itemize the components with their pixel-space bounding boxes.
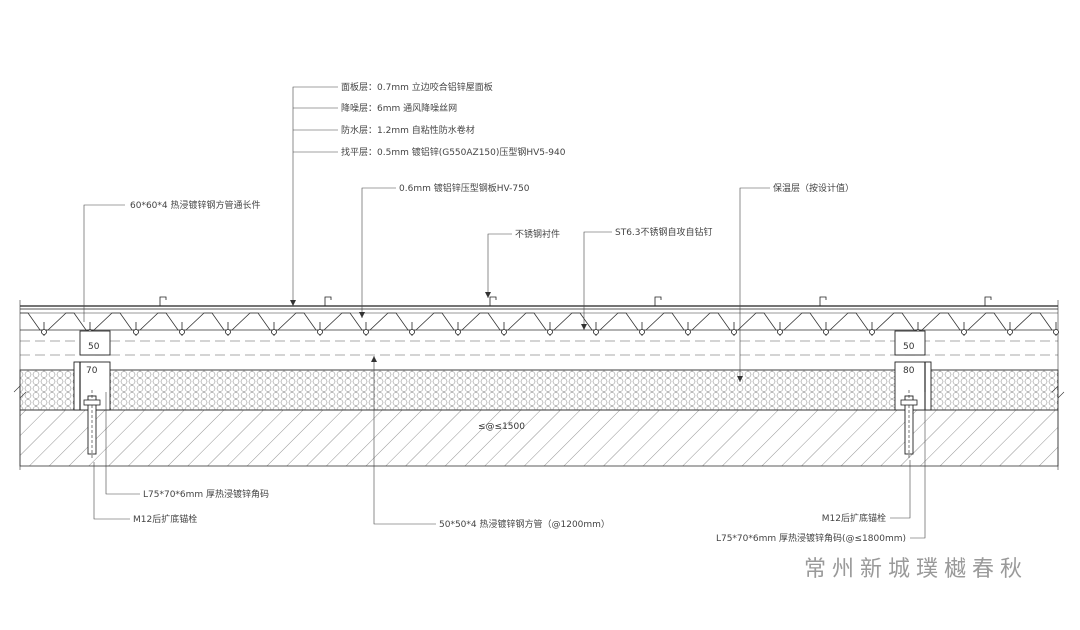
seam-clip bbox=[324, 296, 332, 306]
deck-screw bbox=[1053, 322, 1059, 336]
annotations: 面板层：0.7mm 立边咬合铝锌屋面板 降噪层：6mm 通风降噪丝网 防水层：1… bbox=[130, 81, 906, 544]
leader-purlin bbox=[83, 204, 125, 322]
seam-clip bbox=[654, 296, 662, 306]
seam-clip bbox=[489, 296, 497, 306]
roof-layers bbox=[13, 300, 1065, 470]
label-tube-spacing: 50*50*4 热浸镀锌钢方管（@1200mm） bbox=[439, 518, 610, 530]
left-dim-top: 50 bbox=[88, 342, 100, 352]
arrow-insulation bbox=[737, 376, 743, 382]
leader-panel bbox=[292, 86, 338, 302]
leader-stainless bbox=[487, 233, 512, 298]
deck-screw bbox=[363, 322, 369, 336]
break-zigzag-left bbox=[13, 385, 27, 399]
label-anchor-left: M12后扩底锚栓 bbox=[133, 513, 197, 525]
deck-screw bbox=[547, 322, 553, 336]
concrete-slab bbox=[19, 409, 1059, 467]
right-tube bbox=[894, 330, 926, 356]
seam-clip bbox=[159, 296, 167, 306]
leader-insulation bbox=[739, 187, 770, 382]
deck-screw bbox=[41, 322, 47, 336]
deck-screw bbox=[409, 322, 415, 336]
deck-screw bbox=[179, 322, 185, 336]
right-support: 50 80 bbox=[894, 330, 932, 460]
leader-tube-spacing bbox=[373, 356, 436, 525]
deck-screw bbox=[869, 322, 875, 336]
label-anchor-right: M12后扩底锚栓 bbox=[822, 512, 886, 524]
left-dim-bottom: 70 bbox=[86, 366, 98, 376]
label-leveling-layer: 找平层：0.5mm 镀铝锌(G550AZ150)压型钢HV5-940 bbox=[341, 146, 566, 158]
deck-screw bbox=[961, 322, 967, 336]
arrow-deck bbox=[359, 312, 365, 318]
label-steel-deck: 0.6mm 镀铝锌压型钢板HV-750 bbox=[399, 182, 530, 194]
label-angle-right: L75*70*6mm 厚热浸镀锌角码(@≤1800mm) bbox=[716, 532, 906, 544]
right-anchor-nut bbox=[900, 399, 918, 406]
left-support: 50 70 bbox=[73, 330, 111, 460]
label-angle-left: L75*70*6mm 厚热浸镀锌角码 bbox=[143, 488, 269, 500]
deck-screw bbox=[639, 322, 645, 336]
label-purlin-top: 60*60*4 热浸镀锌钢方管通长件 bbox=[130, 199, 261, 211]
leader-anchor-left bbox=[93, 462, 130, 520]
standing-seam-clips bbox=[159, 296, 992, 306]
leader-anchor-right bbox=[890, 460, 911, 519]
deck-screws bbox=[41, 322, 1059, 336]
slab-spacing-dim: ≤@≤1500 bbox=[478, 422, 525, 432]
arrow-stainless bbox=[485, 292, 491, 298]
leader-lines bbox=[83, 86, 926, 539]
deck-screw bbox=[501, 322, 507, 336]
left-tube bbox=[79, 330, 111, 356]
leader-arrows bbox=[290, 292, 743, 382]
deck-screw bbox=[133, 322, 139, 336]
deck-screw bbox=[1007, 322, 1013, 336]
watermark-text: 常州新城璞樾春秋 bbox=[804, 557, 1028, 582]
deck-screw bbox=[455, 322, 461, 336]
deck-screw bbox=[777, 322, 783, 336]
leader-screw bbox=[583, 231, 612, 330]
deck-screw bbox=[731, 322, 737, 336]
deck-screw bbox=[225, 322, 231, 336]
leader-angle-right bbox=[910, 392, 926, 539]
right-dim-top: 50 bbox=[903, 342, 915, 352]
arrow-panel bbox=[290, 300, 296, 306]
arrow-tube-spacing bbox=[371, 356, 377, 362]
leader-deck bbox=[361, 187, 396, 318]
label-panel-layer: 面板层：0.7mm 立边咬合铝锌屋面板 bbox=[341, 81, 493, 93]
deck-screw bbox=[685, 322, 691, 336]
steel-deck-profile bbox=[20, 312, 1053, 331]
deck-screw bbox=[823, 322, 829, 336]
arrow-screw bbox=[581, 324, 587, 330]
label-stainless-part: 不锈钢衬件 bbox=[515, 228, 560, 240]
deck-screw bbox=[593, 322, 599, 336]
label-screw: ST6.3不锈钢自攻自钻钉 bbox=[615, 226, 713, 238]
seam-clip bbox=[984, 296, 992, 306]
seam-clip bbox=[819, 296, 827, 306]
label-waterproof-layer: 防水层：1.2mm 自粘性防水卷材 bbox=[341, 124, 475, 136]
deck-screw bbox=[271, 322, 277, 336]
label-mesh-layer: 降噪层：6mm 通风降噪丝网 bbox=[341, 102, 457, 114]
right-dim-bottom: 80 bbox=[903, 366, 915, 376]
label-insulation: 保温层（按设计值） bbox=[773, 182, 854, 194]
leader-angle-left bbox=[105, 392, 140, 495]
break-zigzag-right bbox=[1051, 385, 1065, 399]
left-anchor-nut bbox=[83, 399, 101, 406]
deck-screw bbox=[317, 322, 323, 336]
